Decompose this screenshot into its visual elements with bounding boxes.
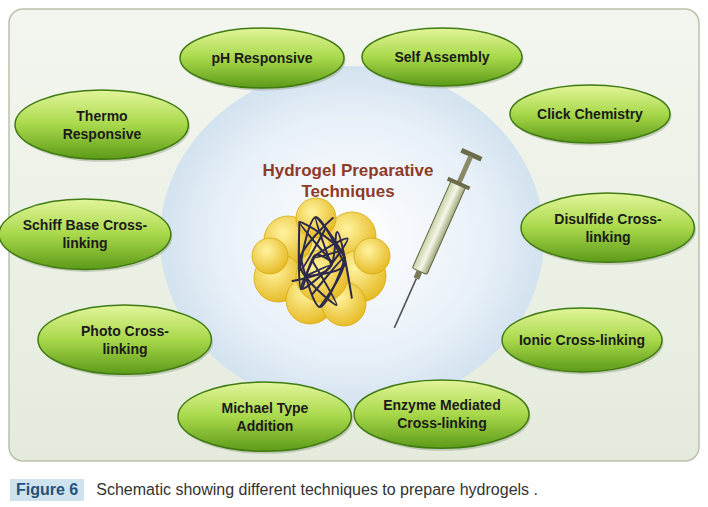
ellipse-fill (521, 193, 694, 262)
ellipse-fill (354, 380, 529, 448)
technique-label: Click Chemistry (525, 105, 655, 123)
technique-label: Michael Type Addition (200, 399, 330, 435)
technique-label: Thermo Responsive (37, 107, 167, 143)
gel-bead (252, 238, 288, 274)
ellipse-fill (180, 28, 344, 88)
technique-label: Disulfide Cross-linking (543, 210, 673, 246)
technique-label: Ionic Cross-linking (517, 331, 647, 349)
ellipse-fill (38, 305, 211, 374)
technique-ellipse: Enzyme Mediated Cross-linking (351, 377, 532, 451)
technique-label: Schiff Base Cross-linking (20, 216, 150, 252)
technique-ellipse: Self Assembly (359, 25, 525, 89)
ellipse-shape (12, 87, 191, 162)
ellipse-fill (178, 382, 351, 451)
ellipse-fill (362, 28, 522, 86)
technique-ellipse: Schiff Base Cross-linking (0, 196, 174, 272)
polymer-chain (305, 217, 345, 276)
technique-ellipse: Thermo Responsive (12, 87, 191, 162)
ellipse-fill (510, 85, 670, 143)
technique-label: Photo Cross-linking (60, 322, 190, 358)
ellipse-shape (35, 302, 214, 377)
hydrogel-network (252, 198, 390, 326)
technique-ellipse: Disulfide Cross-linking (518, 190, 697, 265)
gel-bead (354, 238, 390, 274)
polymer-chain (300, 256, 345, 307)
technique-ellipse: Click Chemistry (507, 82, 673, 146)
ellipse-shape (351, 377, 532, 451)
technique-ellipse: Ionic Cross-linking (499, 305, 665, 375)
diagram-title: Hydrogel Preparative Techniques (238, 160, 458, 202)
technique-label: pH Responsive (197, 49, 327, 67)
ellipse-shape (175, 379, 354, 454)
technique-ellipse: Michael Type Addition (175, 379, 354, 454)
technique-label: Enzyme Mediated Cross-linking (377, 396, 507, 432)
ellipse-fill (15, 90, 188, 159)
ellipse-fill (0, 199, 171, 269)
center-oval (160, 66, 544, 410)
technique-ellipse: pH Responsive (177, 25, 347, 91)
technique-label: Self Assembly (377, 48, 507, 66)
ellipse-shape (0, 196, 174, 272)
ellipse-shape (518, 190, 697, 265)
ellipse-fill (502, 308, 662, 372)
caption: Schematic showing different techniques t… (96, 481, 538, 499)
technique-ellipse: Photo Cross-linking (35, 302, 214, 377)
figure-label: Figure 6 (10, 479, 84, 501)
caption-row: Figure 6 Schematic showing different tec… (10, 478, 538, 502)
